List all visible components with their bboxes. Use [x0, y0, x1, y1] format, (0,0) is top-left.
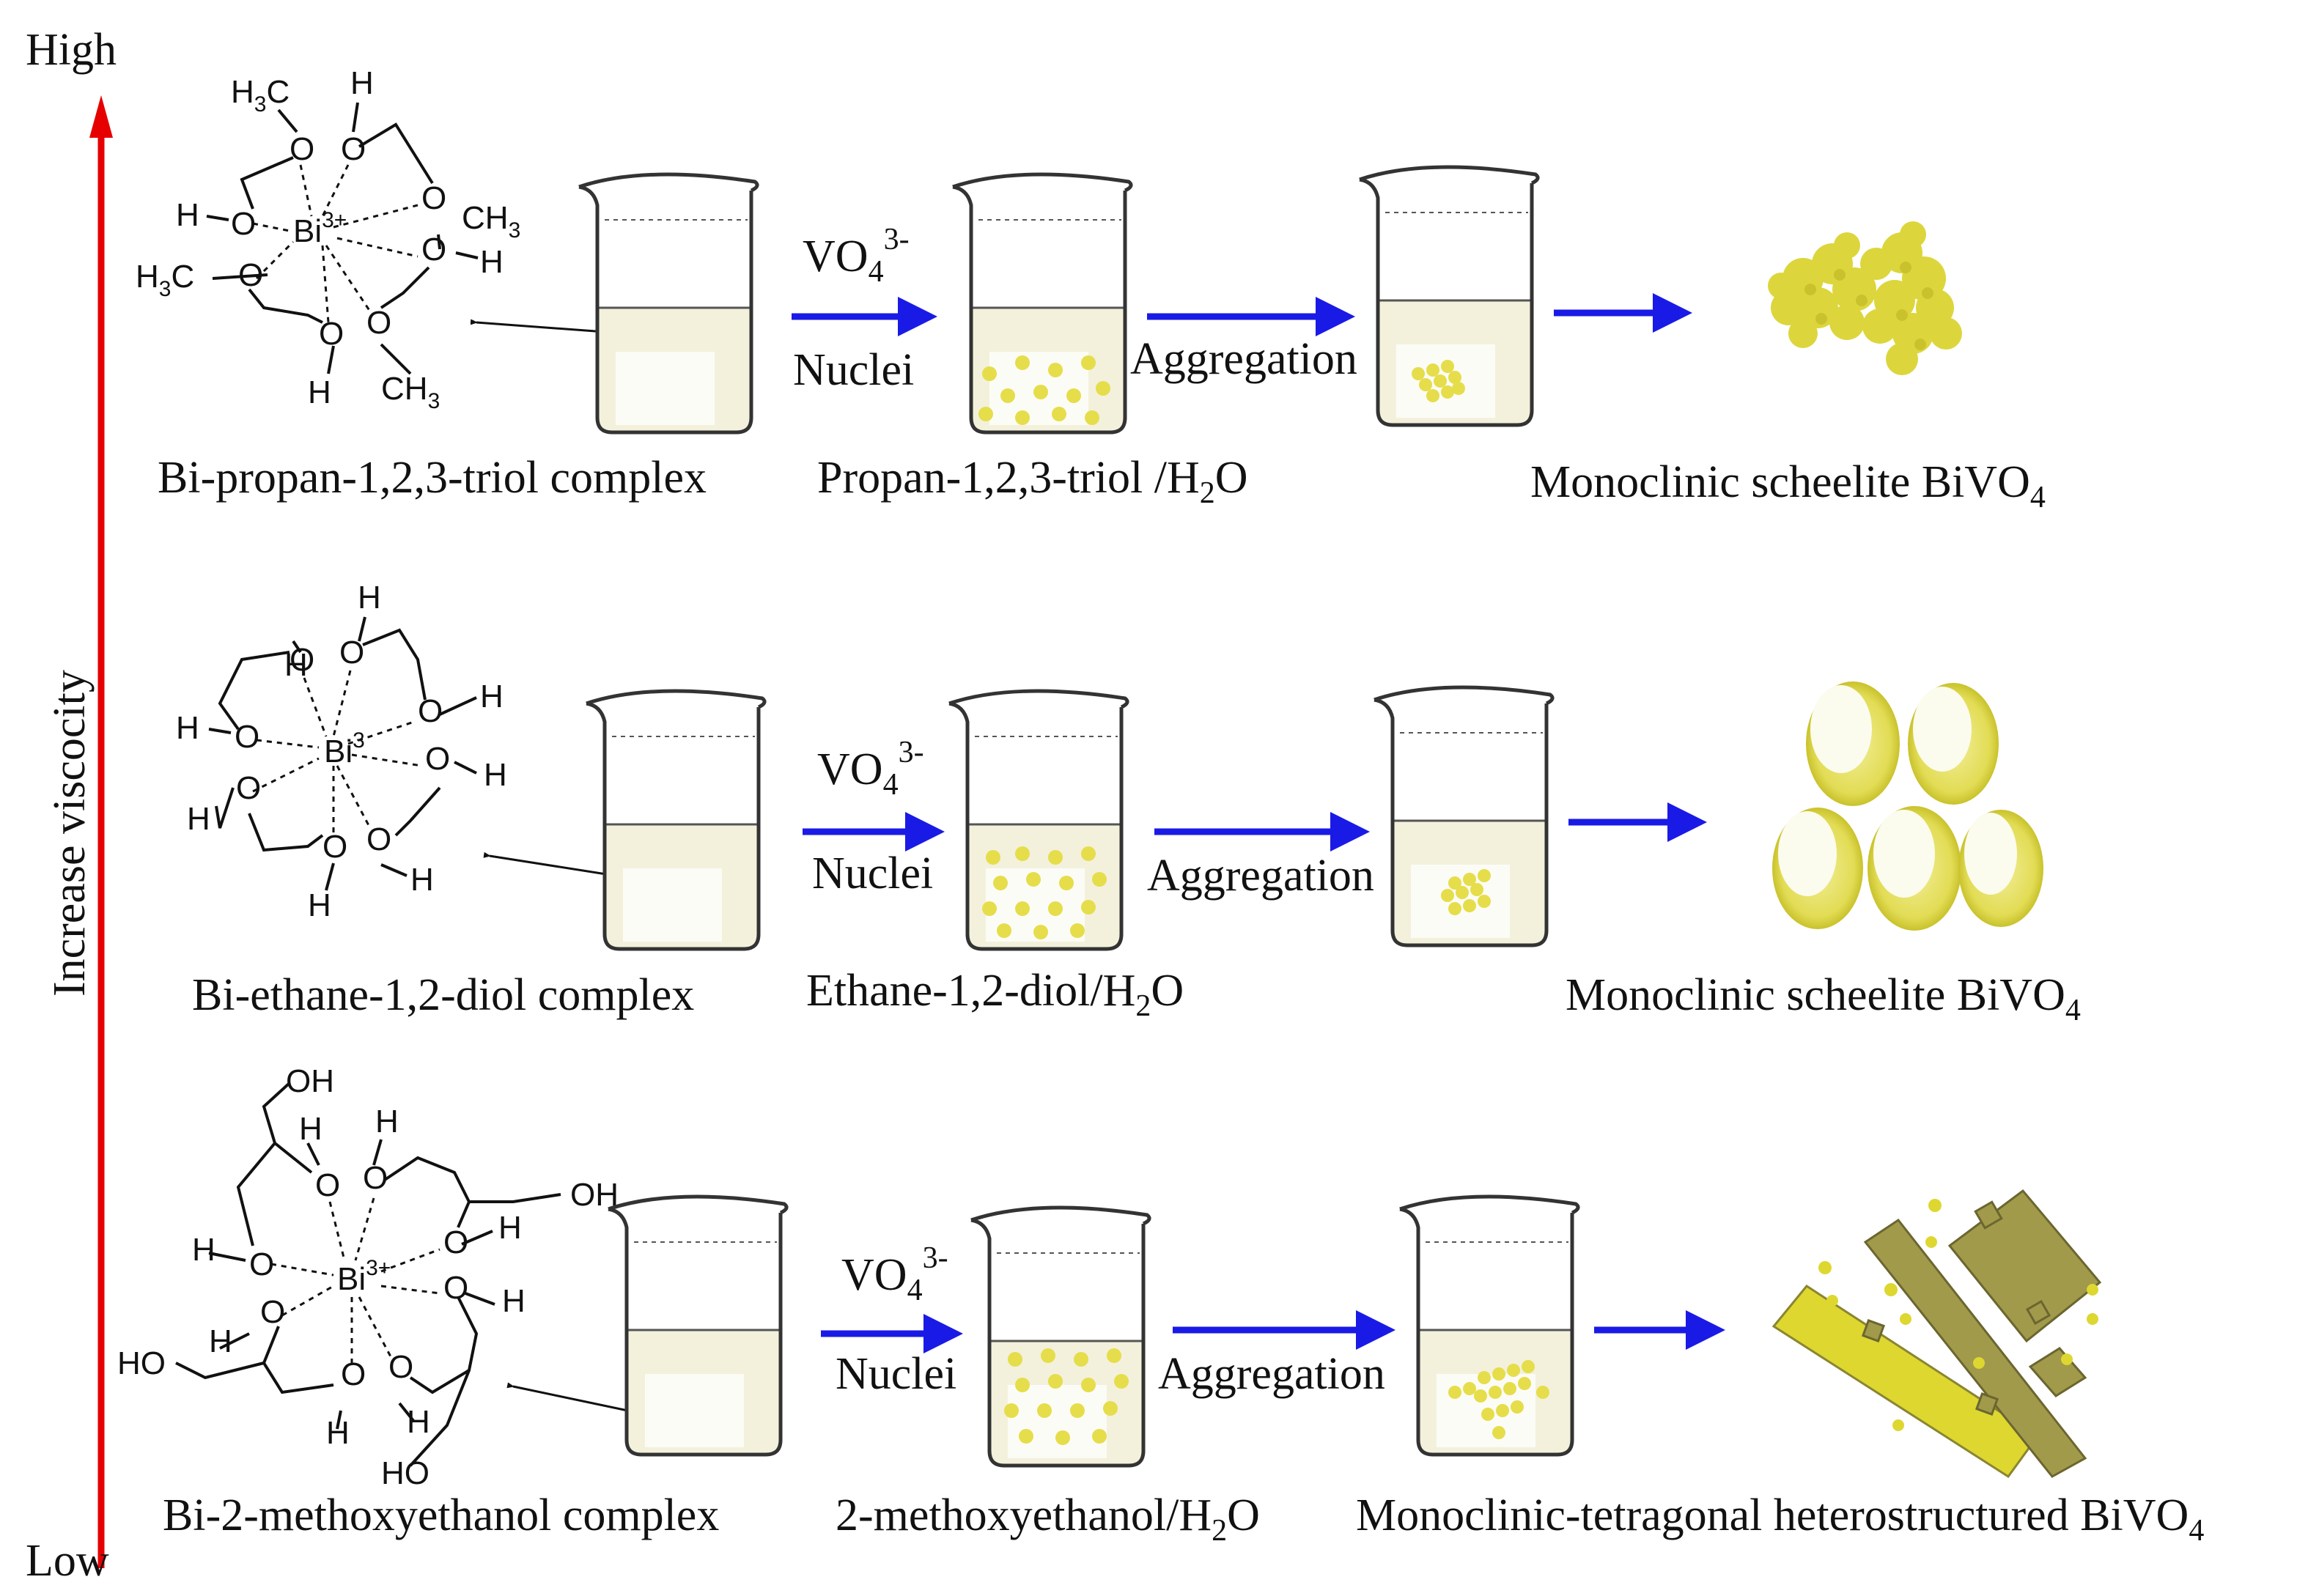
vo4-label-1: VO43-: [803, 223, 910, 289]
h-atom: H: [407, 1404, 430, 1440]
solvent-label-3: 2-methoxyethanol/H2O: [836, 1490, 1260, 1548]
o-atom: O: [260, 1294, 285, 1330]
o-atom: O: [388, 1349, 413, 1385]
o-atom: O: [322, 829, 347, 865]
aggregate-cluster-3c: [1448, 1360, 1549, 1439]
beaker-2a: [586, 691, 764, 949]
nuclei-dots-2b: [982, 846, 1107, 939]
product-label-1: Monoclinic scheelite BiVO4: [1530, 457, 2046, 514]
o-atom: O: [421, 232, 446, 267]
axis-high-label: High: [26, 25, 117, 75]
complex-label-3: Bi-2-methoxyethanol complex: [163, 1490, 719, 1540]
o-atom: O: [319, 316, 344, 352]
ch3-bottom: CH3: [381, 371, 440, 413]
ho-atom: HO: [381, 1455, 429, 1491]
nuclei-label-1: Nuclei: [793, 345, 914, 395]
row-3: OH H H O O OH O H H O Bi3+ O H O H HO O …: [117, 1063, 2204, 1548]
aggregation-label-3: Aggregation: [1158, 1349, 1385, 1399]
product-heterostructure-3: [1771, 1189, 2102, 1479]
row-1: Bi3+ O O O O O O O O H3C H H CH3 H3C H H…: [136, 65, 2046, 514]
bi-label: Bi3+: [293, 208, 347, 249]
h-atom: H: [299, 1111, 322, 1147]
h-atom: H: [410, 862, 434, 898]
vo4-label-3: VO43-: [841, 1241, 948, 1307]
nuclei-label-3: Nuclei: [836, 1349, 956, 1399]
o-atom: O: [341, 1356, 366, 1392]
aggregate-cluster-1c: [1412, 360, 1465, 402]
h-atom: H: [480, 679, 504, 714]
h-atom: H: [187, 801, 210, 837]
complex-structure-2: Bi3 H H O O O O O O O O H H H H H H: [176, 580, 507, 923]
o-atom: O: [236, 770, 261, 806]
o-atom: O: [290, 131, 314, 167]
aggregation-label-1: Aggregation: [1130, 334, 1357, 384]
h-atom: H: [498, 1210, 522, 1246]
beaker-1a: [579, 174, 757, 432]
ch3-right: CH3: [462, 200, 520, 243]
h-atom: H: [375, 1104, 399, 1139]
bi-label: Bi3+: [337, 1256, 391, 1297]
o-atom: O: [290, 642, 314, 678]
solvent-label-2: Ethane-1,2-diol/H2O: [806, 966, 1184, 1023]
h-atom: H: [350, 65, 374, 101]
viscosity-axis-arrowhead: [89, 95, 113, 138]
product-cauliflower-1: [1768, 221, 1962, 375]
o-atom: O: [231, 206, 256, 242]
h3c-top: H3C: [231, 74, 290, 117]
solvent-label-1: Propan-1,2,3-triol /H2O: [817, 453, 1248, 510]
o-atom: O: [315, 1167, 340, 1203]
h-atom: H: [209, 1323, 232, 1359]
nuclei-dots-3b: [1004, 1348, 1129, 1445]
h-atom: H: [192, 1232, 215, 1268]
o-atom: O: [418, 693, 443, 729]
row-2: Bi3 H H O O O O O O O O H H H H H H Bi-e…: [176, 580, 2081, 1027]
o-atom: O: [363, 1160, 388, 1196]
oh-atom: OH: [286, 1063, 334, 1099]
complex-structure-1: Bi3+ O O O O O O O O H3C H H CH3 H3C H H…: [136, 65, 520, 413]
axis-low-label: Low: [26, 1536, 109, 1586]
o-atom: O: [235, 719, 259, 755]
bi-label: Bi3: [324, 728, 365, 769]
product-eggs-2: [1772, 681, 2043, 931]
o-atom: O: [366, 305, 391, 341]
ho-atom: HO: [117, 1345, 166, 1381]
o-atom: O: [421, 180, 446, 216]
o-atom: O: [366, 821, 391, 857]
h-atom: H: [176, 710, 199, 746]
vo4-label-2: VO43-: [817, 736, 924, 802]
o-atom: O: [425, 741, 450, 777]
beaker-3a: [608, 1197, 786, 1455]
complex-label-2: Bi-ethane-1,2-diol complex: [192, 970, 694, 1020]
h-atom: H: [484, 757, 507, 793]
axis-viscosity-label: Increase viscocity: [45, 670, 95, 997]
h-atom: H: [176, 197, 199, 233]
complex-structure-3: OH H H O O OH O H H O Bi3+ O H O H HO O …: [117, 1063, 619, 1491]
h-atom: H: [480, 244, 504, 280]
h-atom: H: [308, 887, 331, 923]
beaker-2b: [949, 691, 1127, 949]
o-atom: O: [341, 131, 366, 167]
aggregate-cluster-2c: [1441, 869, 1491, 915]
nuclei-dots-1b: [978, 355, 1110, 425]
complex-label-1: Bi-propan-1,2,3-triol complex: [158, 453, 707, 503]
beaker-3b: [971, 1208, 1149, 1466]
h-atom: H: [308, 374, 331, 410]
o-atom: O: [249, 1246, 274, 1282]
nuclei-label-2: Nuclei: [812, 849, 933, 898]
aggregation-label-2: Aggregation: [1147, 851, 1374, 901]
h3c-left: H3C: [136, 259, 194, 301]
o-atom: O: [443, 1270, 468, 1306]
h-atom: H: [358, 580, 381, 616]
product-label-3: Monoclinic-tetragonal heterostructured B…: [1356, 1490, 2204, 1548]
product-label-2: Monoclinic scheelite BiVO4: [1566, 970, 2081, 1027]
h-atom: H: [502, 1283, 526, 1319]
